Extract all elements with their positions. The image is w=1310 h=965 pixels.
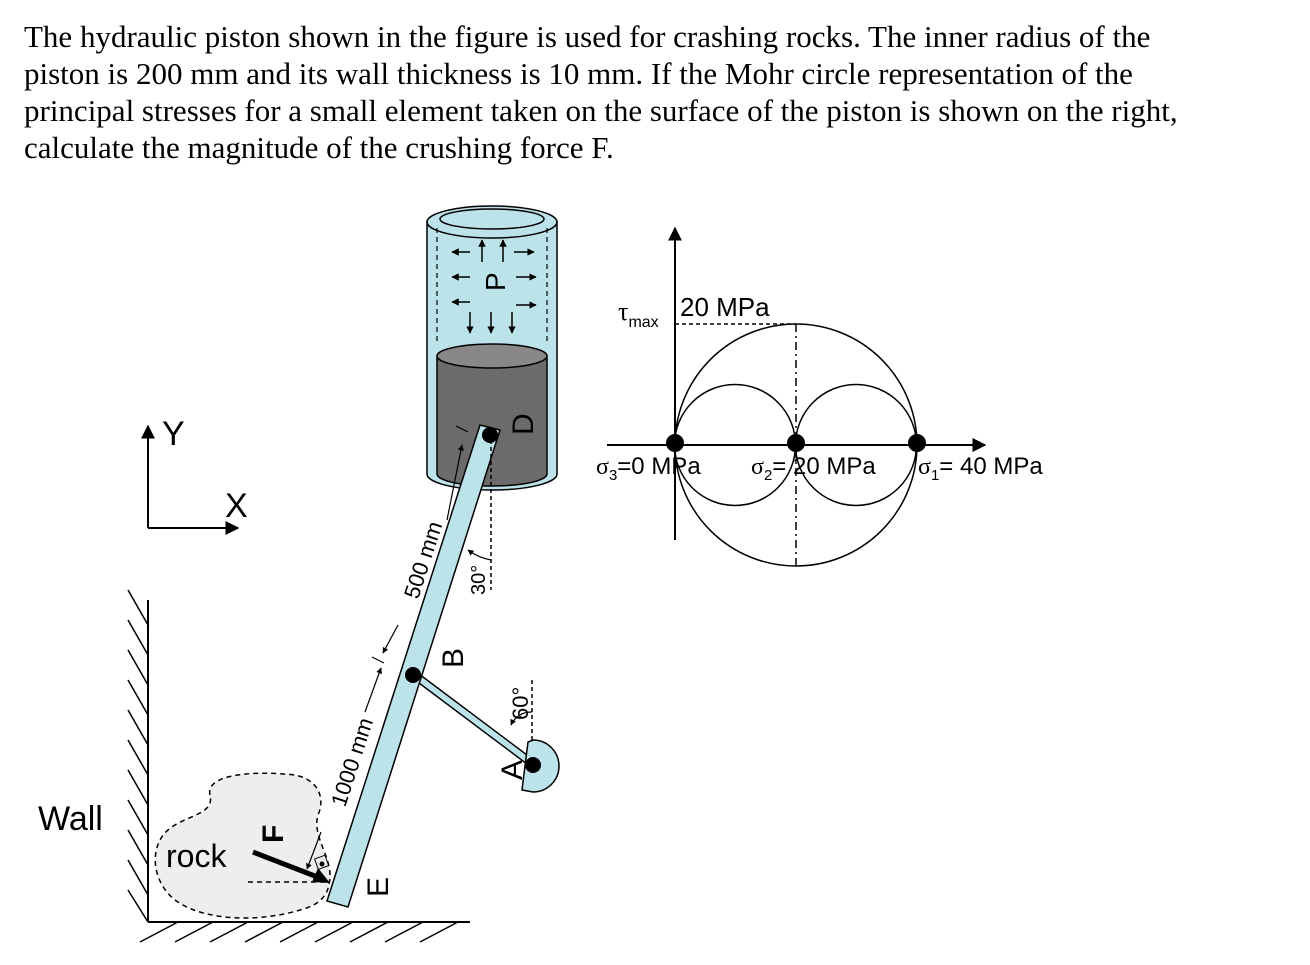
support-a: A 60°	[496, 680, 560, 793]
sigma2-point	[787, 434, 805, 452]
sigma1-point	[908, 434, 926, 452]
force-f: F	[248, 825, 330, 883]
problem-line: The hydraulic piston shown in the figure…	[24, 19, 1151, 54]
force-label: F	[257, 825, 290, 843]
problem-line: calculate the magnitude of the crushing …	[24, 130, 614, 165]
tau-max-label: τmax	[618, 297, 659, 331]
problem-line: principal stresses for a small element t…	[24, 93, 1178, 128]
problem-line: piston is 200 mm and its wall thickness …	[24, 56, 1133, 91]
rock-label: rock	[166, 838, 227, 874]
point-b-label: B	[437, 648, 470, 668]
pressure-label: P	[480, 272, 511, 291]
rock: rock	[154, 772, 331, 919]
x-axis-label: X	[225, 487, 248, 525]
ground-hatching	[139, 921, 459, 943]
angle-lower-label: 60°	[508, 687, 533, 720]
sigma1-label: σ1= 40 MPa	[918, 453, 1043, 484]
y-axis-label: Y	[162, 415, 185, 453]
point-d-label: D	[507, 413, 540, 435]
rod-ed: D B E 30°	[326, 413, 540, 908]
point-e-label: E	[362, 877, 395, 897]
tau-max-value: 20 MPa	[680, 292, 770, 322]
wall-hatching	[127, 589, 149, 923]
coordinate-axes: Y X	[141, 415, 248, 535]
angle-upper-label: 30°	[468, 565, 490, 595]
problem-statement: The hydraulic piston shown in the figure…	[24, 18, 1234, 166]
wall-label: Wall	[38, 800, 103, 838]
mohr-circle-diagram: τmax 20 MPa σ3=0 MPa σ2= 20 MPa σ1= 40 M…	[596, 226, 1043, 567]
sigma3-point	[666, 434, 684, 452]
sigma2-label: σ2= 20 MPa	[751, 453, 876, 484]
piston-cylinder	[426, 205, 558, 491]
sigma3-label: σ3=0 MPa	[596, 453, 701, 484]
pressure-arrows: P	[451, 239, 537, 334]
point-a-label: A	[496, 760, 529, 780]
dimensions: 500 mm 1000 mm	[306, 425, 469, 870]
wall: Wall	[38, 589, 470, 943]
